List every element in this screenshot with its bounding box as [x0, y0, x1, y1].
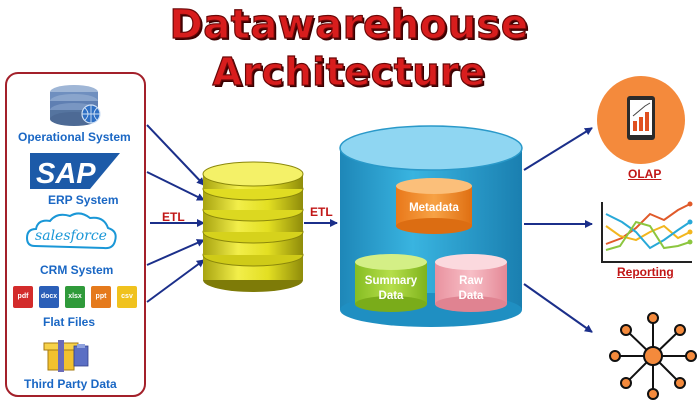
csv-file-icon: csv	[117, 286, 137, 308]
xlsx-file-icon: xlsx	[65, 286, 85, 308]
staging-database	[202, 161, 304, 292]
network-hub-icon	[609, 312, 697, 400]
file-icons: pdf docx xlsx ppt csv	[13, 284, 143, 310]
source-label-crm: CRM System	[40, 263, 114, 277]
summary-label-line-2: Data	[378, 290, 404, 302]
docx-file-icon: docx	[39, 286, 59, 308]
output-arrows	[523, 127, 593, 333]
metadata-cylinder	[396, 178, 472, 234]
reporting-label: Reporting	[617, 265, 674, 279]
ppt-file-icon: ppt	[91, 286, 111, 308]
archive-icon	[43, 340, 89, 372]
tablet-chart-icon	[597, 76, 685, 164]
sap-logo: SAP	[30, 153, 120, 190]
source-label-flat-files: Flat Files	[43, 315, 96, 329]
salesforce-logo: salesforce	[25, 212, 117, 250]
summary-data-label: Summary Data	[355, 274, 427, 304]
title-line-2: Architecture	[212, 49, 486, 94]
source-label-operational: Operational System	[18, 130, 131, 144]
raw-label-line-1: Raw	[459, 275, 483, 287]
summary-cylinder	[355, 254, 427, 312]
database-globe-icon	[50, 85, 101, 126]
svg-text:salesforce: salesforce	[35, 228, 107, 244]
summary-label-line-1: Summary	[364, 275, 418, 287]
pdf-file-icon: pdf	[13, 286, 33, 308]
raw-cylinder	[435, 254, 507, 312]
title-line-1: Datawarehouse	[169, 1, 529, 48]
line-chart-icon	[601, 201, 693, 263]
metadata-label: Metadata	[409, 202, 459, 214]
source-label-third-party: Third Party Data	[24, 377, 117, 391]
source-arrows	[146, 124, 205, 303]
source-label-erp: ERP System	[48, 193, 119, 207]
olap-label: OLAP	[628, 167, 662, 181]
svg-text:SAP: SAP	[36, 158, 96, 190]
raw-label-line-2: Data	[458, 290, 484, 302]
etl-label-right: ETL	[310, 205, 333, 219]
etl-label-left: ETL	[162, 210, 185, 224]
raw-data-label: Raw Data	[435, 274, 507, 304]
